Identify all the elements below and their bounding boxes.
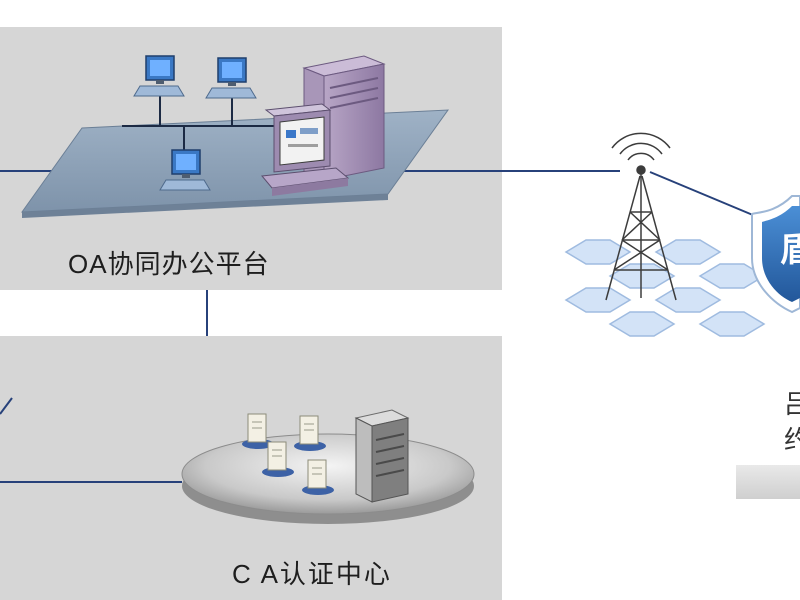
- connector-tower-shield: [649, 171, 761, 219]
- lan-bus: [122, 96, 282, 150]
- ca-center-disc: [181, 433, 475, 524]
- server-unit-icon: [302, 459, 334, 495]
- server-rack-icon: [354, 409, 410, 503]
- monitor-icon: [159, 149, 211, 191]
- edge-gradient-bar: [736, 465, 800, 499]
- shield-badge-icon: [751, 195, 800, 314]
- oa-platform-edge: [22, 194, 388, 218]
- server-unit-icon: [262, 441, 294, 477]
- ca-center-label: C A认证中心: [232, 559, 392, 589]
- monitor-icon: [205, 57, 257, 99]
- server-unit-icons: [242, 413, 334, 495]
- hexagon-tiles: [564, 239, 766, 337]
- radio-tower-icon: [605, 132, 677, 301]
- edge-text-bottom: 约: [784, 425, 800, 455]
- connector-stub: [0, 397, 13, 415]
- edge-text-top: 吕: [784, 389, 800, 419]
- server-unit-icon: [242, 413, 274, 449]
- workstation-icon: [261, 103, 350, 196]
- shield-badge-glyph: 盾: [780, 231, 800, 269]
- server-unit-icon: [294, 415, 326, 451]
- oa-platform-label: OA协同办公平台: [68, 249, 270, 279]
- monitor-icon: [133, 55, 185, 97]
